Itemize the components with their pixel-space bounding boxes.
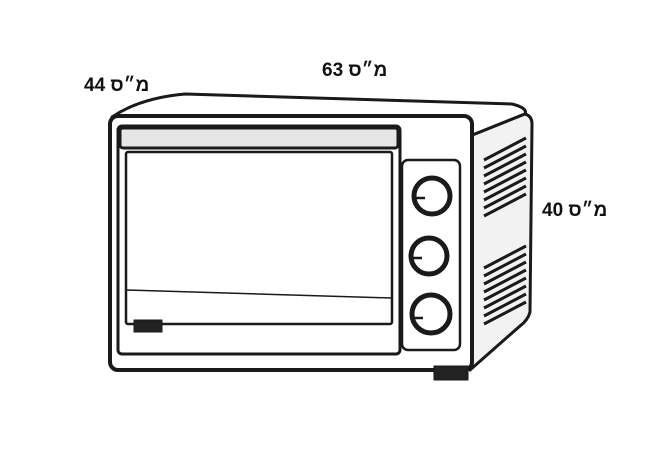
- side-vents: [483, 136, 527, 326]
- oven-foot-right: [433, 365, 469, 381]
- door-handle: [118, 126, 400, 150]
- oven-foot-left: [133, 319, 163, 333]
- knob-function[interactable]: [408, 235, 450, 277]
- width-dimension-label: 63 ס״מ: [322, 60, 388, 81]
- depth-dimension-label: 44 ס״מ: [84, 75, 150, 96]
- oven-door: [116, 124, 402, 356]
- height-dimension-label: 40 ס״מ: [542, 200, 608, 221]
- knob-temperature[interactable]: [411, 175, 453, 217]
- knob-timer[interactable]: [409, 292, 453, 336]
- oven-window: [124, 150, 394, 326]
